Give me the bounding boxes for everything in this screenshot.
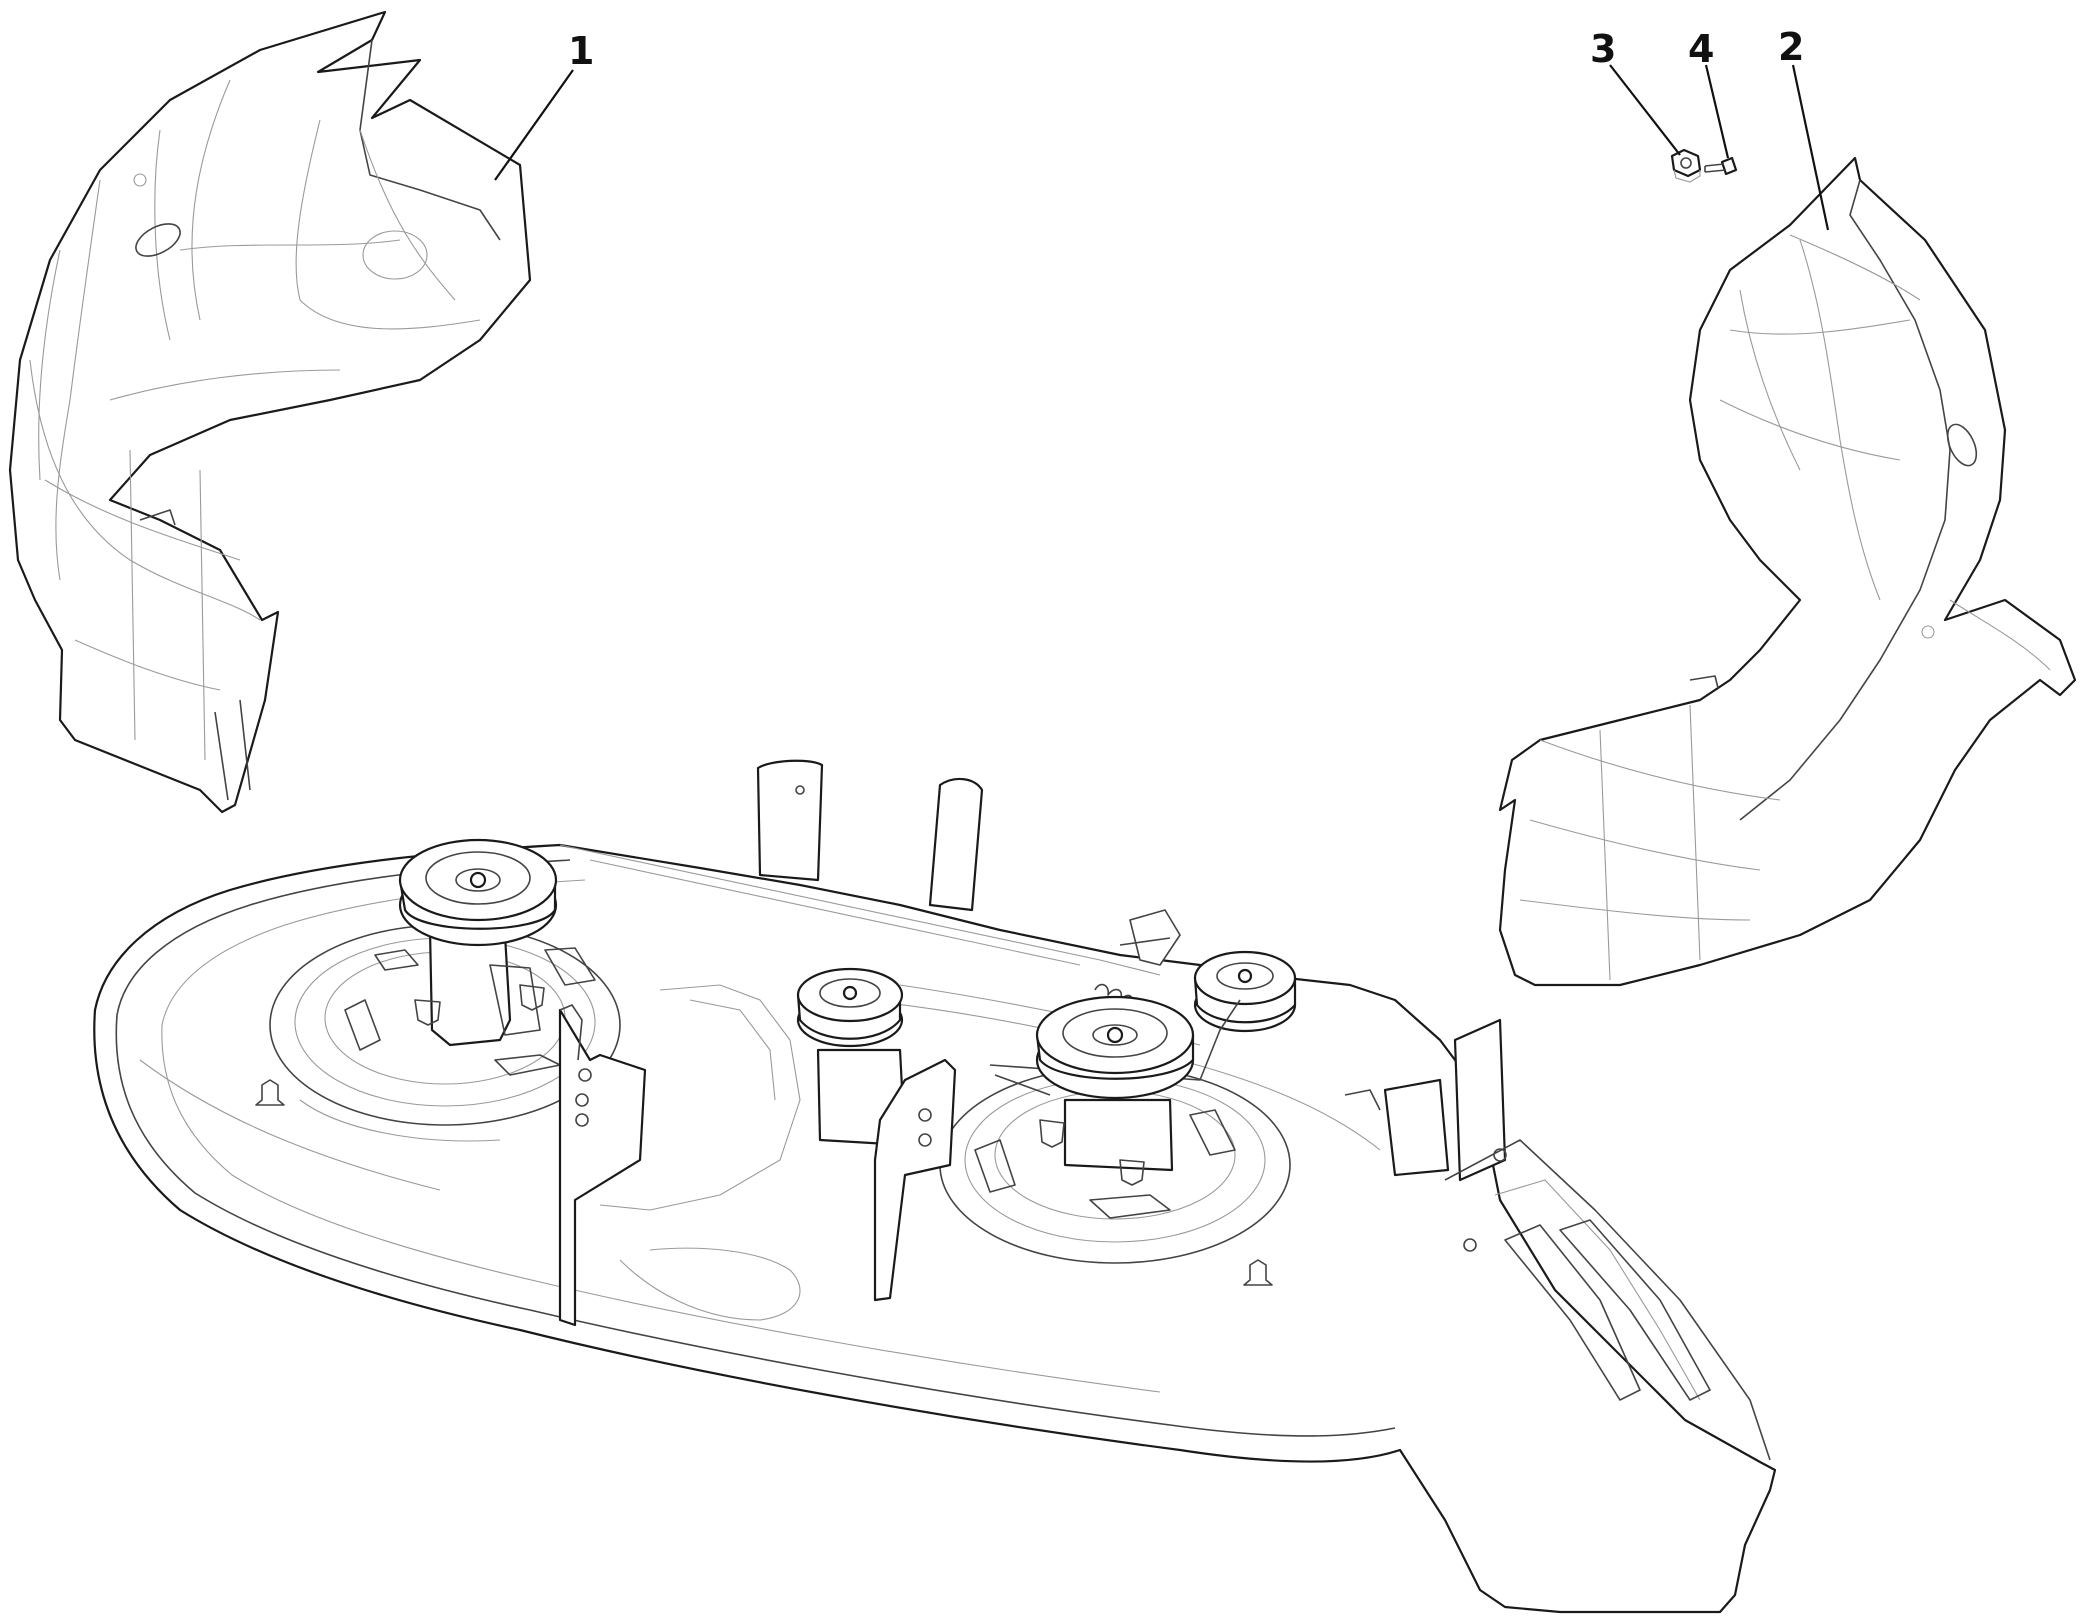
right-spindle-pulley — [1035, 995, 1195, 1186]
callout-3: 3 — [1590, 27, 1617, 71]
callout-1: 1 — [568, 29, 595, 73]
leader-3 — [1609, 64, 1681, 156]
callout-2: 2 — [1778, 25, 1805, 69]
part-2-right-belt-cover — [1498, 156, 2077, 987]
part-3-nut — [1670, 148, 1702, 183]
leader-1 — [494, 69, 574, 181]
part-1-left-belt-cover — [8, 10, 532, 814]
left-spindle-pulley — [398, 838, 558, 1047]
mower-deck — [93, 759, 1777, 1614]
part-4-screw — [1704, 156, 1738, 176]
leader-4 — [1704, 64, 1730, 159]
right-idler-pulley — [1193, 950, 1297, 1033]
callout-4: 4 — [1688, 27, 1715, 71]
leader-2 — [1791, 64, 1830, 231]
